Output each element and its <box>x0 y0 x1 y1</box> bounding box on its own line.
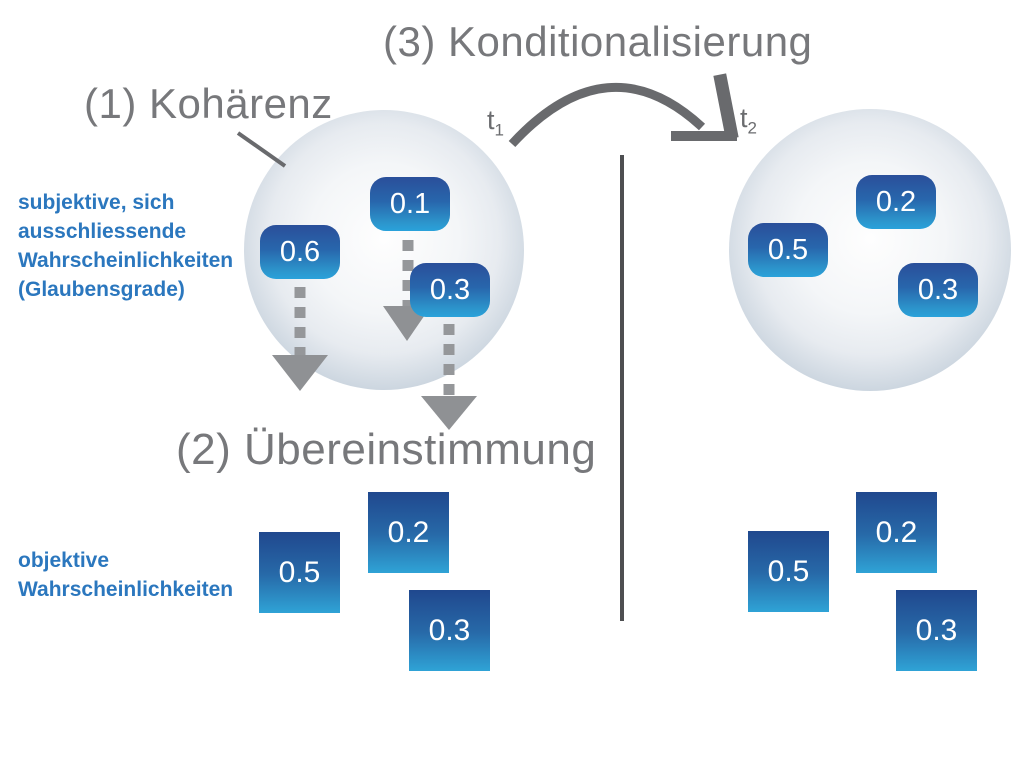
caption-line: Wahrscheinlichkeiten <box>18 249 234 272</box>
objective-prob-square: 0.5 <box>259 532 340 613</box>
caption-line: ausschliessende <box>18 220 187 243</box>
update-arrow-icon <box>272 287 328 391</box>
t2-base: t <box>740 103 748 133</box>
time-marker-t2: t2 <box>740 103 757 138</box>
step2-label: (2) Übereinstimmung <box>176 425 597 474</box>
subjective-caption: subjektive, sich ausschliessende Wahrsch… <box>18 188 233 304</box>
belief-chip: 0.3 <box>410 263 490 317</box>
caption-line: (Glaubensgrade) <box>18 278 185 301</box>
caption-line: objektive <box>18 549 110 572</box>
update-arrow-icon <box>421 324 477 430</box>
objective-prob-square: 0.5 <box>748 531 829 612</box>
objective-caption: objektive Wahrscheinlichkeiten <box>18 546 233 604</box>
step3-label: (3) Konditionalisierung <box>383 18 813 65</box>
objective-prob-square: 0.2 <box>368 492 449 573</box>
belief-chip: 0.5 <box>748 223 828 277</box>
objective-prob-square: 0.3 <box>896 590 977 671</box>
objective-prob-square: 0.2 <box>856 492 937 573</box>
t1-base: t <box>487 105 495 135</box>
belief-chip: 0.1 <box>370 177 450 231</box>
step1-label: (1) Kohärenz <box>84 80 333 127</box>
belief-chip: 0.3 <box>898 263 978 317</box>
caption-line: subjektive, sich <box>18 191 175 214</box>
t1-subscript: 1 <box>494 120 504 140</box>
time-marker-t1: t1 <box>487 105 504 140</box>
objective-prob-square: 0.3 <box>409 590 490 671</box>
belief-chip: 0.2 <box>856 175 936 229</box>
t2-subscript: 2 <box>747 118 757 138</box>
conditionalization-arrow-icon <box>508 73 739 148</box>
caption-line: Wahrscheinlichkeiten <box>18 578 234 601</box>
coherence-pointer-line <box>236 131 287 168</box>
belief-chip: 0.6 <box>260 225 340 279</box>
